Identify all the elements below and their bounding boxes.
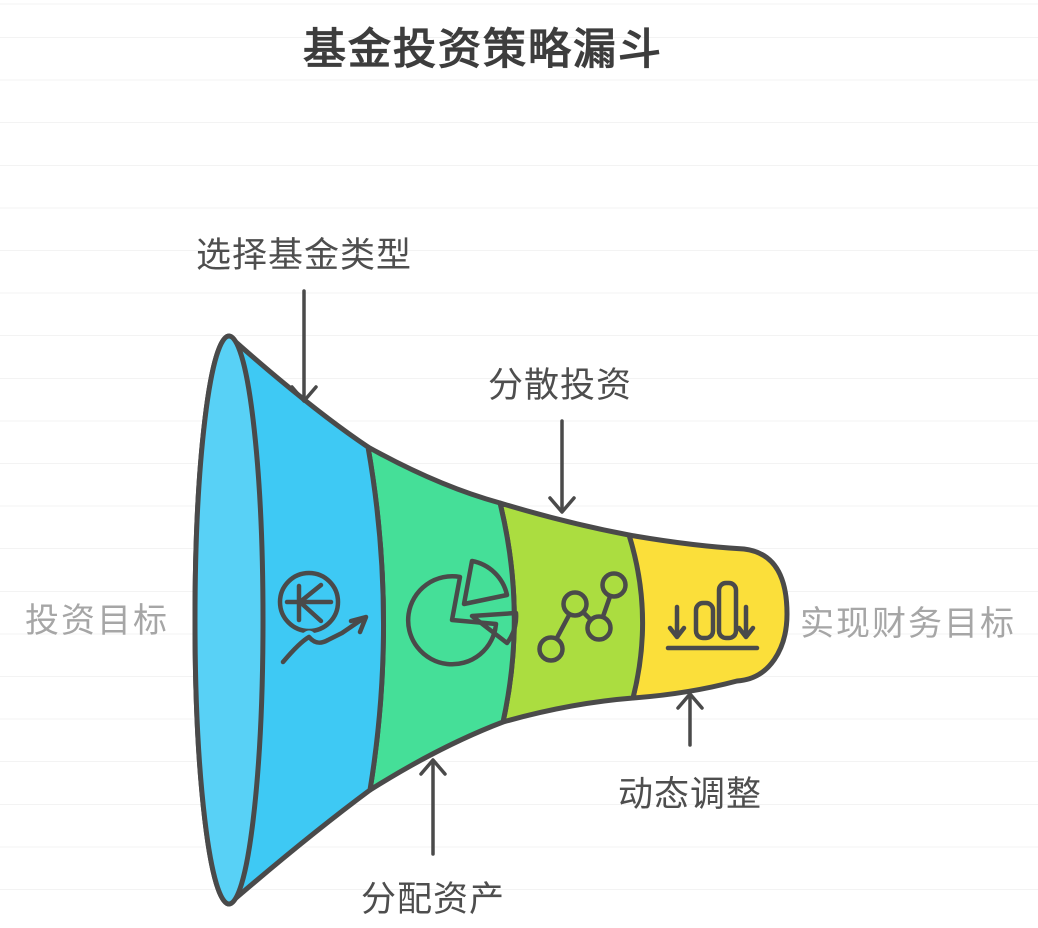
label-dynamic-adjustment: 动态调整 xyxy=(618,775,763,814)
scatter-chart-icon xyxy=(537,571,628,663)
label-select-fund-type: 选择基金类型 xyxy=(196,236,413,275)
page-title: 基金投资策略漏斗 xyxy=(303,26,663,74)
stage-segment-allocate xyxy=(365,444,517,793)
label-achieve-financial-goal: 实现财务目标 xyxy=(800,605,1016,643)
arrow-up-allocate-icon xyxy=(419,758,447,856)
label-diversify-investment: 分散投资 xyxy=(488,366,633,405)
label-allocate-assets: 分配资产 xyxy=(361,880,506,919)
arrow-down-diversify-icon xyxy=(548,419,576,514)
stage-segment-dynamic-adjust xyxy=(626,532,790,701)
label-investment-goal: 投资目标 xyxy=(25,602,169,640)
arrow-down-select-fund-icon xyxy=(290,289,318,403)
funnel-mouth-ellipse xyxy=(192,333,266,907)
stage-icons xyxy=(276,558,760,669)
pie-chart-icon xyxy=(405,558,519,667)
currency-trend-icon xyxy=(276,570,371,669)
bar-chart-icon xyxy=(665,580,760,651)
funnel-segments xyxy=(192,333,790,907)
arrow-up-dynamic-icon xyxy=(676,692,704,747)
annotation-arrows xyxy=(290,289,704,856)
